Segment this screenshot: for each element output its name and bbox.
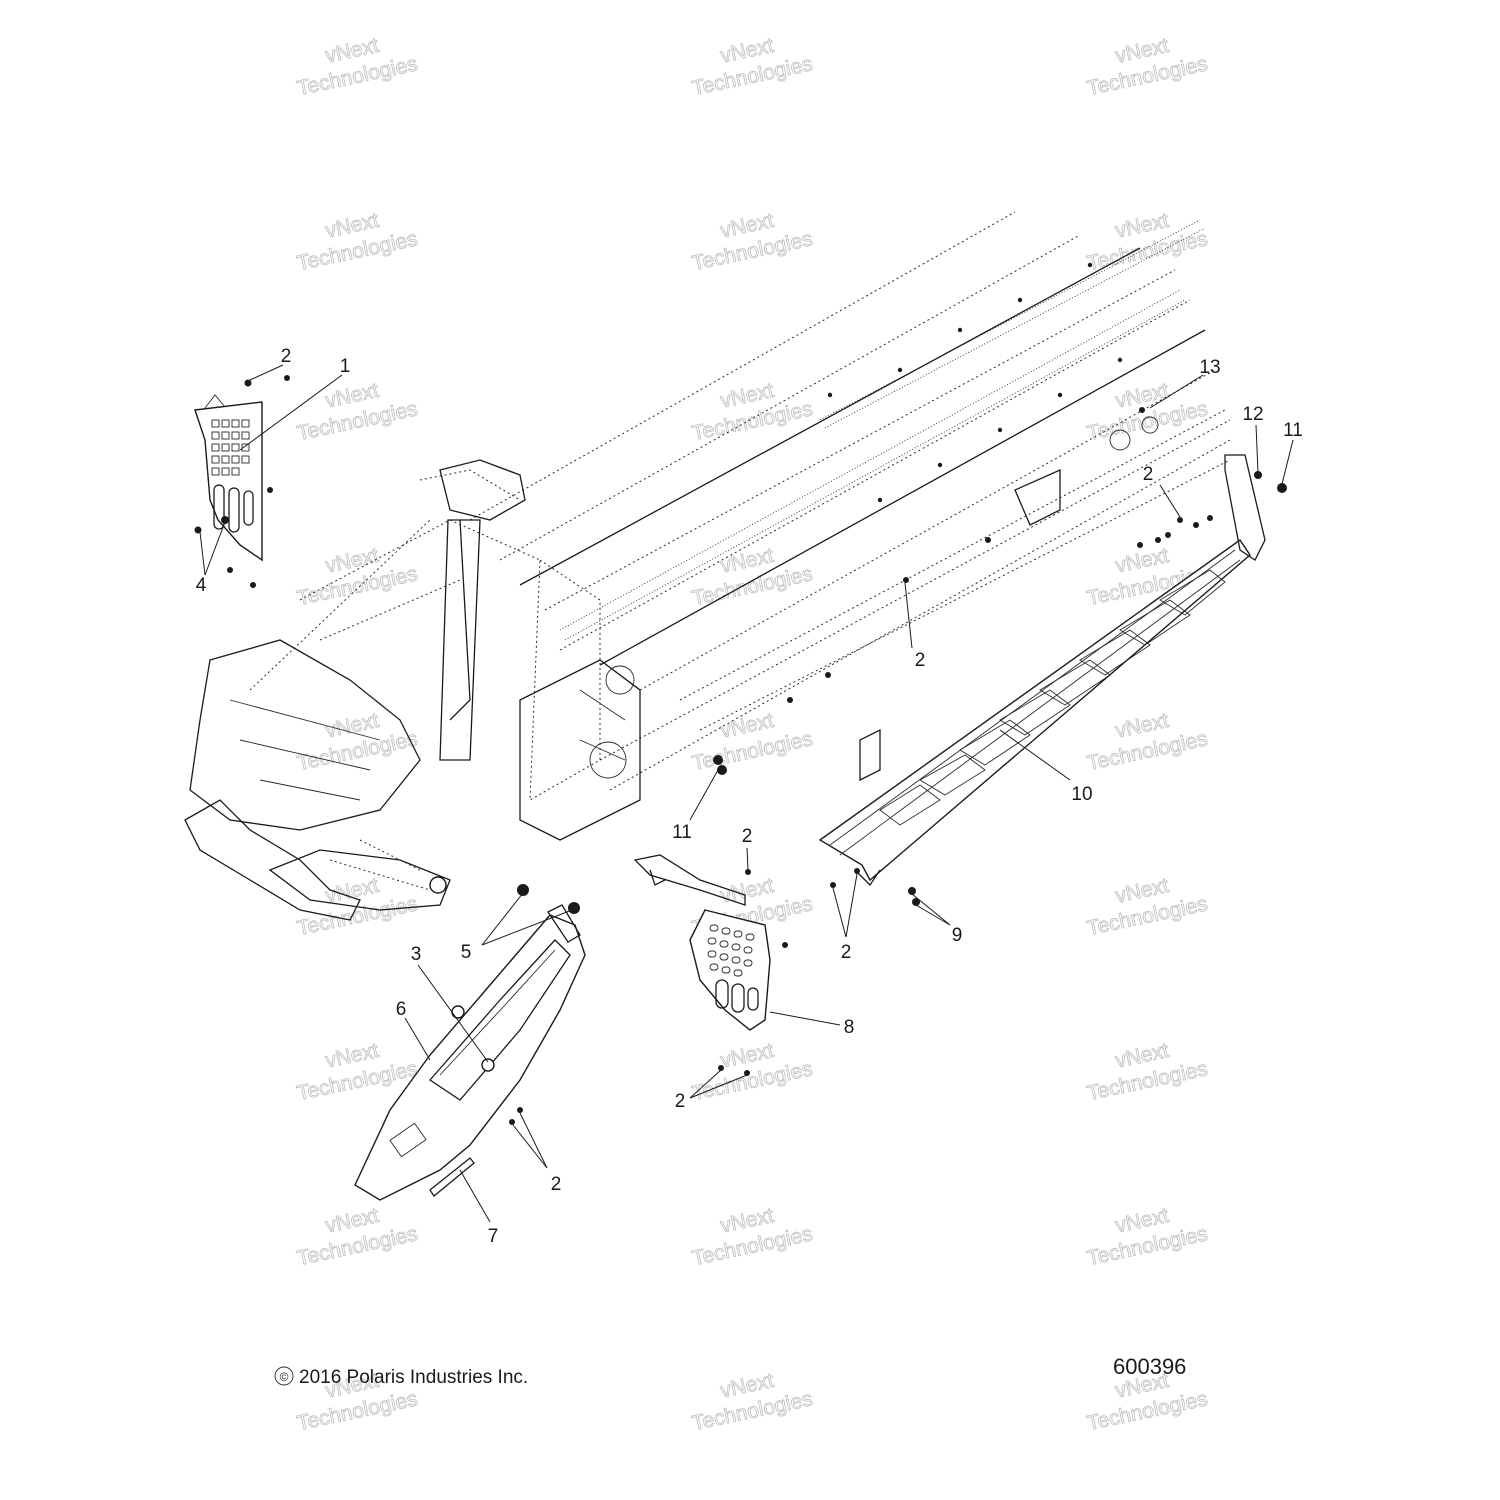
callout-2-bracket: 2: [742, 826, 753, 847]
callout-2-panel: 2: [675, 1091, 686, 1112]
callout-7: 7: [488, 1226, 499, 1247]
callout-2-top-left: 2: [281, 346, 292, 367]
callout-2-board: 2: [1143, 464, 1154, 485]
callout-5: 5: [461, 942, 472, 963]
callout-8: 8: [844, 1017, 855, 1038]
callout-1: 1: [340, 356, 351, 377]
part-1-side-panel-left: [194, 394, 263, 562]
copyright-text: 2016 Polaris Industries Inc.: [299, 1367, 528, 1388]
callout-2-tunnel: 2: [915, 650, 926, 671]
callout-9: 9: [952, 925, 963, 946]
footer: © 2016 Polaris Industries Inc. 600396: [274, 1354, 1186, 1388]
callout-13: 13: [1199, 357, 1220, 378]
leader-lines: [199, 364, 1294, 1223]
part-6-footrest: [354, 904, 586, 1201]
callout-labels: 2 1 4 13 12 11 2 2 10 11 2 5 3 6 8 2 9 2…: [196, 346, 1303, 1247]
chassis-frame: [184, 211, 1231, 921]
part-10-running-board: [818, 454, 1266, 887]
figure-number: 600396: [1113, 1354, 1186, 1379]
callout-4: 4: [196, 575, 207, 596]
part-8-side-panel-right: [633, 854, 771, 1031]
callout-12: 12: [1242, 404, 1263, 425]
callout-2-footrest: 2: [551, 1174, 562, 1195]
callout-11-center: 11: [672, 822, 692, 843]
copyright-circle: [274, 1366, 294, 1386]
callout-10: 10: [1071, 784, 1092, 805]
callout-11-right: 11: [1283, 420, 1303, 441]
fasteners: [194, 375, 1287, 1125]
callout-6: 6: [396, 999, 407, 1020]
copyright-symbol: ©: [280, 1370, 289, 1384]
callout-3: 3: [411, 944, 422, 965]
callout-2-board-front: 2: [841, 942, 852, 963]
